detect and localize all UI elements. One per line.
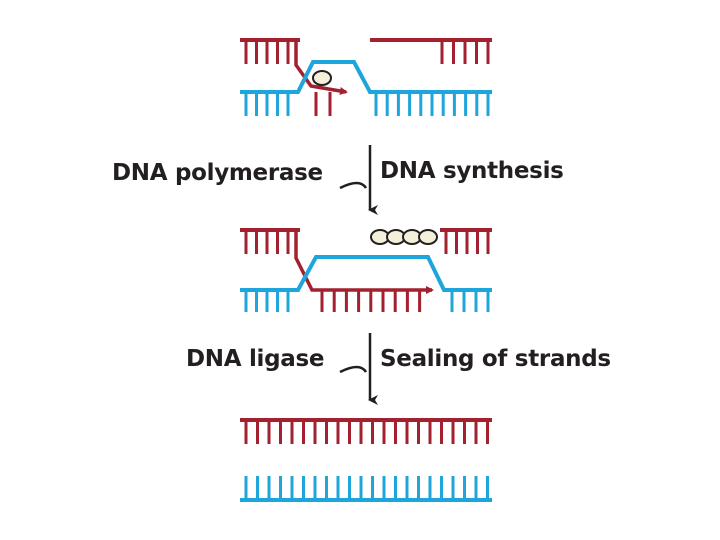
red-strand-right-segment-2 [440, 228, 492, 254]
panel-gapped-dna [240, 38, 492, 116]
red-strand-right-segment [370, 38, 492, 64]
red-strand-left-segment [240, 38, 348, 116]
step1-arrow [339, 145, 370, 210]
sealing-of-strands-label: Sealing of strands [380, 346, 611, 372]
nucleotide-icon [312, 70, 332, 86]
nucleotide-chain [370, 229, 438, 245]
red-strand-sealed [240, 418, 492, 444]
panel-dna-synthesis [240, 228, 492, 312]
dna-polymerase-label: DNA polymerase [112, 160, 323, 186]
panel-sealed-dna [240, 418, 492, 502]
blue-strand-sealed [240, 476, 492, 502]
red-strand-left-segment-2 [240, 228, 434, 312]
blue-strand-gapped [240, 60, 492, 116]
blue-strand-2 [240, 255, 492, 312]
step2-arrow [339, 333, 370, 400]
dna-ligase-label: DNA ligase [186, 346, 325, 372]
dna-synthesis-label: DNA synthesis [380, 158, 564, 184]
